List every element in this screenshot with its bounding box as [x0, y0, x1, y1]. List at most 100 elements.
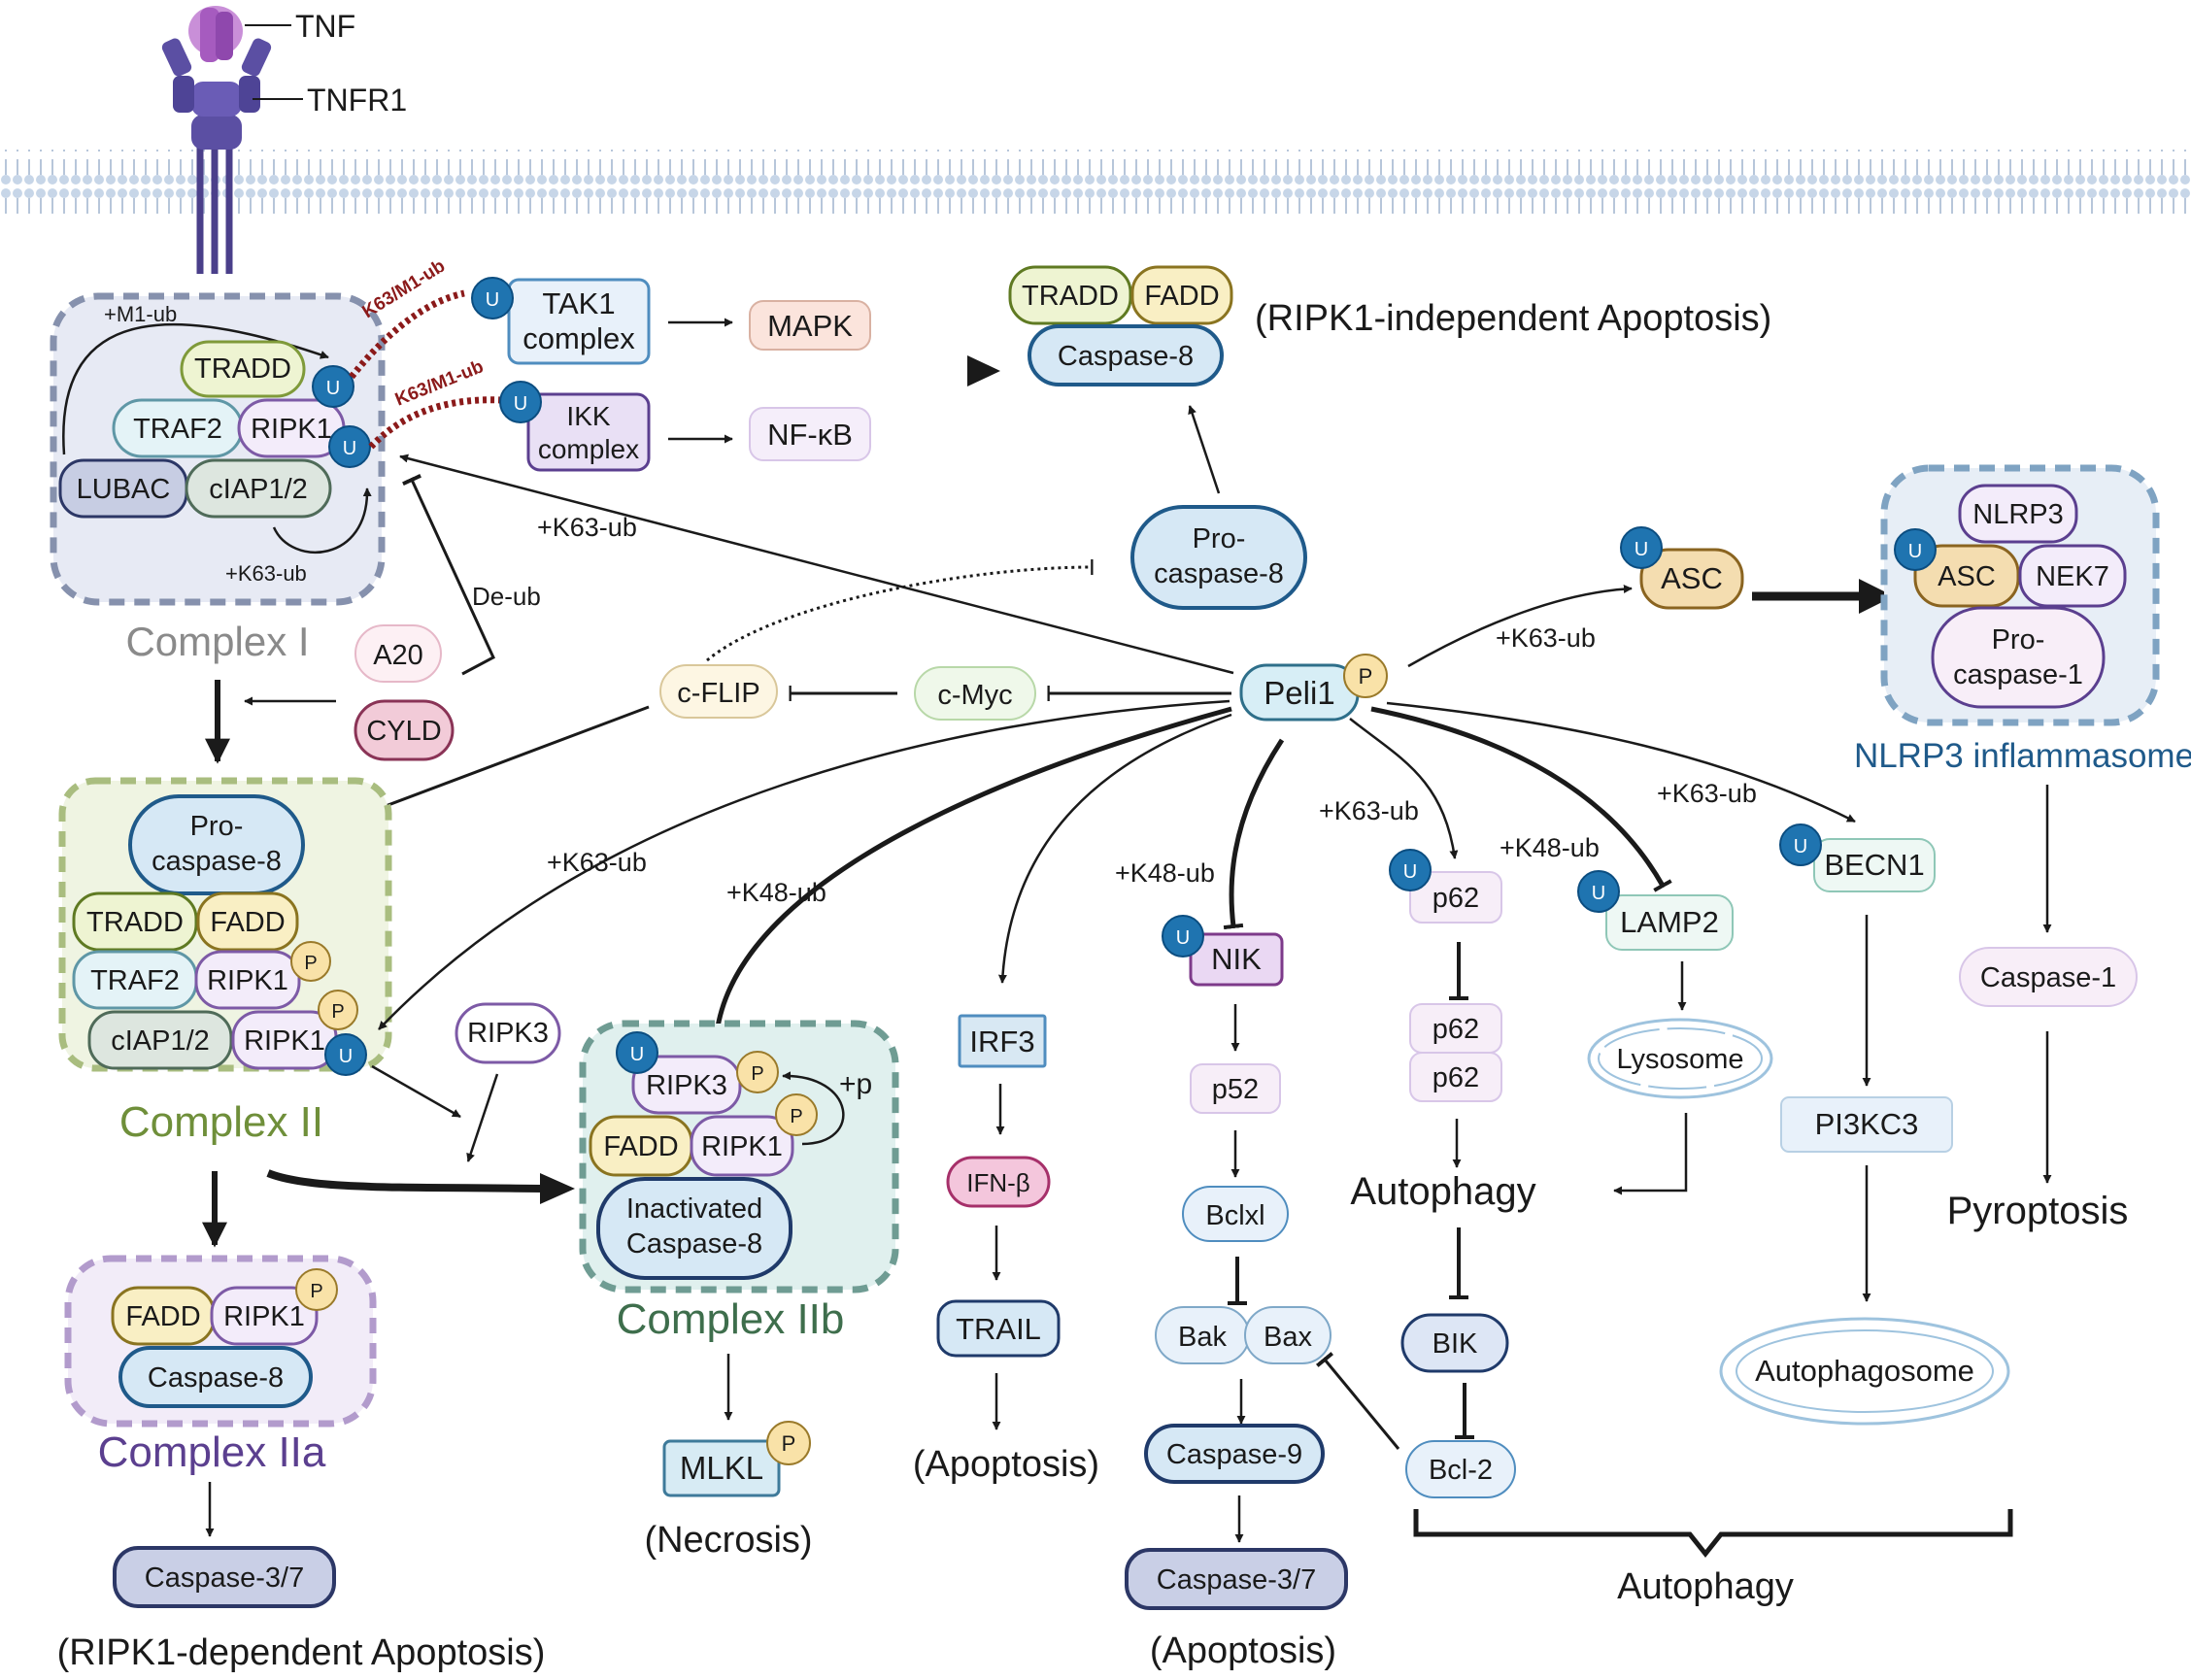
ikk-label-2: complex: [538, 434, 639, 464]
edge-k48-nik: +K48-ub: [1115, 858, 1215, 888]
casp37-right: [1125, 1548, 1348, 1610]
ci-ub-badge-1-label: U: [326, 378, 340, 399]
cii-procasp8-label-2: caspase-8: [152, 846, 282, 877]
ripk1-indep-caption: (RIPK1-independent Apoptosis): [1255, 298, 1771, 339]
edge-k63-p62: +K63-ub: [1319, 796, 1419, 825]
ciib-fadd-label: FADD: [603, 1131, 678, 1162]
infl-asc-label: ASC: [1938, 561, 1996, 592]
tnf-label: TNF: [295, 9, 355, 44]
ciib-inact-label-1: Inactivated: [626, 1193, 762, 1225]
cii-ripk1-a: [194, 950, 301, 1010]
bclxl-node: [1182, 1186, 1289, 1242]
casp37-left-label: Caspase-3/7: [145, 1562, 304, 1594]
p62-label: p62: [1433, 883, 1479, 914]
nfkb-label: NF-κB: [767, 418, 853, 452]
ciia-fadd-label: FADD: [125, 1301, 200, 1332]
bcl2-node: [1405, 1440, 1516, 1498]
ifnb-node: [946, 1156, 1051, 1208]
a20-label: A20: [373, 640, 423, 671]
nfkb-node: [749, 407, 871, 461]
autophagy-brace: [1413, 1509, 2013, 1559]
ci-ub-badge-1: [312, 365, 354, 408]
peli1-p-badge-label: P: [1359, 664, 1373, 689]
bax-node: [1244, 1306, 1331, 1364]
procasp8-top-label-1: Pro-: [1193, 523, 1246, 554]
asc-ub-badge-label: U: [1635, 539, 1648, 560]
k63m1-label-a: K63/M1-ub: [359, 256, 450, 323]
infl-nek7: [2018, 544, 2127, 608]
mlkl-p-badge: [766, 1421, 811, 1465]
ripk1-dep-caption: (RIPK1-dependent Apoptosis): [57, 1632, 546, 1673]
pi3kc3-node: [1780, 1096, 1953, 1153]
nik-label: NIK: [1211, 942, 1262, 976]
p62-dimer-a-label: p62: [1433, 1014, 1479, 1045]
infl-procasp1: [1931, 606, 2106, 709]
ci-ripk1-label: RIPK1: [251, 414, 332, 445]
lamp2-label: LAMP2: [1620, 905, 1719, 939]
lamp2-node: [1605, 894, 1734, 951]
casp9-label: Caspase-9: [1166, 1439, 1302, 1470]
cyld-label: CYLD: [366, 716, 441, 747]
ci-tradd-label: TRADD: [194, 353, 291, 385]
cmyc-label: c-Myc: [937, 680, 1012, 711]
cii-p-badge-2-label: P: [331, 1001, 344, 1023]
ciia-p-badge-label: P: [310, 1281, 322, 1302]
bik-label: BIK: [1433, 1328, 1478, 1360]
becn1-ub-badge-label: U: [1794, 836, 1807, 857]
ci-k63ub-label: +K63-ub: [225, 561, 307, 586]
tnfr1-receptor: [161, 38, 272, 274]
infl-ub-badge-label: U: [1908, 541, 1922, 562]
cii-fadd-label: FADD: [210, 907, 285, 938]
ci-ub-badge-2-label: U: [343, 438, 356, 459]
tak1-ub-badge: [471, 277, 514, 319]
p62-dimer-b: [1409, 1052, 1502, 1102]
ikk-ub-badge-label: U: [514, 393, 527, 415]
tnf-ligand: [188, 6, 243, 62]
cflip-label: c-FLIP: [677, 678, 759, 709]
p52-node: [1190, 1063, 1281, 1114]
pyroptosis-label: Pyroptosis: [1947, 1190, 2129, 1232]
k63m1-label-b: K63/M1-ub: [392, 356, 487, 410]
cii-tradd: [72, 891, 198, 952]
ci-traf2-label: TRAF2: [133, 414, 222, 445]
mlkl-label: MLKL: [680, 1450, 763, 1486]
edge-k63-asc: +K63-ub: [1496, 623, 1596, 653]
infl-asc: [1913, 544, 2020, 608]
mlkl-p-badge-label: P: [782, 1431, 796, 1456]
ciib-inact-label-2: Caspase-8: [626, 1228, 762, 1260]
ind-fadd-label: FADD: [1144, 281, 1219, 312]
bclxl-label: Bclxl: [1205, 1200, 1264, 1231]
asc-ub-badge: [1620, 526, 1663, 569]
infl-procasp1-label-1: Pro-: [1992, 624, 2045, 655]
cii-ripk1-b-label: RIPK1: [244, 1025, 325, 1057]
nik-ub-badge-label: U: [1176, 927, 1190, 949]
p62-ub-badge-label: U: [1403, 861, 1417, 883]
ci-ciap-label: cIAP1/2: [209, 474, 308, 505]
infl-nek7-label: NEK7: [2036, 561, 2109, 592]
ciib-p-badge-2-label: P: [790, 1106, 802, 1127]
lamp2-ub-badge: [1577, 870, 1620, 913]
ciib-ripk3: [631, 1055, 742, 1115]
casp37-right-label: Caspase-3/7: [1157, 1564, 1316, 1596]
ciia-p-badge: [295, 1268, 338, 1311]
cii-p-badge-2: [318, 990, 358, 1030]
cyld-node: [354, 699, 455, 761]
cii-procasp8-label-1: Pro-: [190, 811, 244, 842]
lamp2-ub-badge-label: U: [1592, 883, 1605, 904]
cflip-node: [659, 664, 778, 719]
ci-tradd: [180, 340, 306, 398]
ikk-label-1: IKK: [566, 401, 610, 431]
cii-ciap-label: cIAP1/2: [111, 1025, 210, 1057]
ciib-ub-badge: [616, 1031, 658, 1074]
pi3kc3-label: PI3KC3: [1815, 1107, 1919, 1141]
cii-ub-badge-label: U: [339, 1046, 353, 1067]
irf3-apoptosis-caption: (Apoptosis): [913, 1444, 1099, 1485]
p62-dimer-b-label: p62: [1433, 1062, 1479, 1093]
caspase1-label: Caspase-1: [1980, 962, 2116, 993]
cii-ciap: [87, 1010, 233, 1070]
infl-nlrp3-label: NLRP3: [1972, 499, 2064, 530]
bak-label: Bak: [1178, 1322, 1227, 1353]
tak1-label-1: TAK1: [542, 286, 615, 320]
ciib-inactivated-casp8: [596, 1177, 792, 1280]
